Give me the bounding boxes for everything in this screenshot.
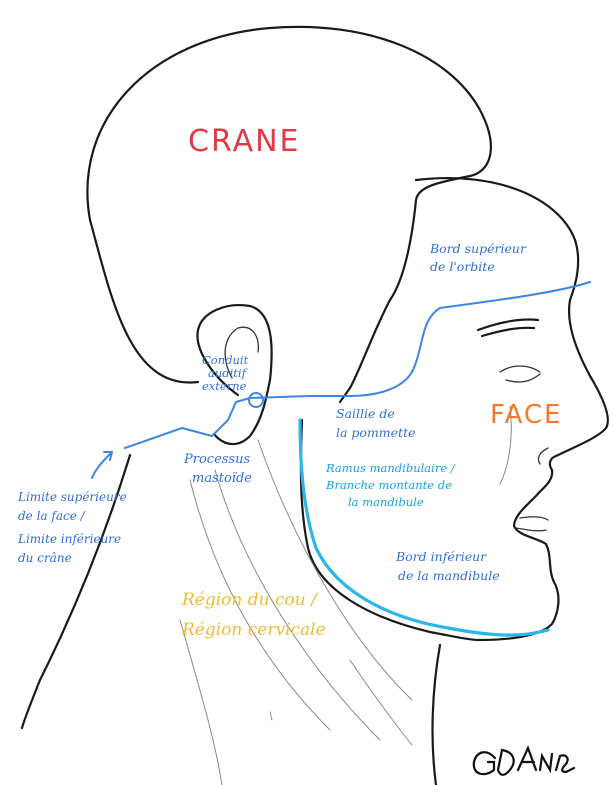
mastoid-line-2: mastoïde	[184, 469, 252, 488]
mastoid-label: Processus mastoïde	[184, 450, 252, 488]
ramus-label: Ramus mandibulaire / Branche montante de…	[326, 460, 455, 511]
eye	[500, 366, 540, 382]
mandible-border-line-2: de la mandibule	[396, 566, 500, 585]
signature	[474, 748, 574, 775]
region-face-label: FACE	[490, 400, 562, 430]
mandible-border-line-1: Bord inférieur	[396, 547, 500, 566]
ramus-line-3: la mandibule	[326, 494, 455, 511]
ear-canal-line-3: externe	[202, 380, 248, 393]
region-neck-line-2: Région cervicale	[182, 615, 326, 645]
neck-front-line	[433, 645, 440, 785]
face-limit-line-2: de la face /	[18, 507, 127, 526]
orbit-label-line-2: de l'orbite	[430, 258, 526, 276]
cheekbone-label: Saillie de la pommette	[336, 404, 416, 442]
face-limit-label: Limite supérieure de la face / Limite in…	[18, 488, 127, 568]
nostril	[538, 448, 548, 464]
face-limit-line-3: Limite inférieure	[18, 530, 127, 549]
face-limit-arrow	[92, 452, 112, 478]
orbit-label-line-1: Bord supérieur	[430, 240, 526, 258]
mastoid-line-1: Processus	[184, 450, 252, 469]
region-neck-line-1: Région du cou /	[182, 585, 326, 615]
ramus-line-1: Ramus mandibulaire /	[326, 460, 455, 477]
cheekbone-line-2: la pommette	[336, 423, 416, 442]
jaw-line	[301, 420, 478, 640]
head-outline	[87, 27, 490, 402]
ear-canal-marker	[249, 393, 263, 407]
cheekbone-line-1: Saillie de	[336, 404, 416, 423]
face-limit-line-4: du crâne	[18, 549, 127, 568]
region-neck-label: Région du cou / Région cervicale	[182, 585, 326, 645]
eyebrow	[478, 319, 538, 336]
orbit-label: Bord supérieur de l'orbite	[430, 240, 526, 276]
mandible-border-label: Bord inférieur de la mandibule	[396, 547, 500, 585]
face-limit-line-1: Limite supérieure	[18, 488, 127, 507]
ramus-line-2: Branche montante de	[326, 477, 455, 494]
mandible-lower-border	[300, 420, 548, 635]
ear-canal-label: Conduit auditif externe	[202, 354, 248, 393]
lips	[516, 517, 548, 531]
region-crane-label: CRANE	[188, 124, 301, 159]
